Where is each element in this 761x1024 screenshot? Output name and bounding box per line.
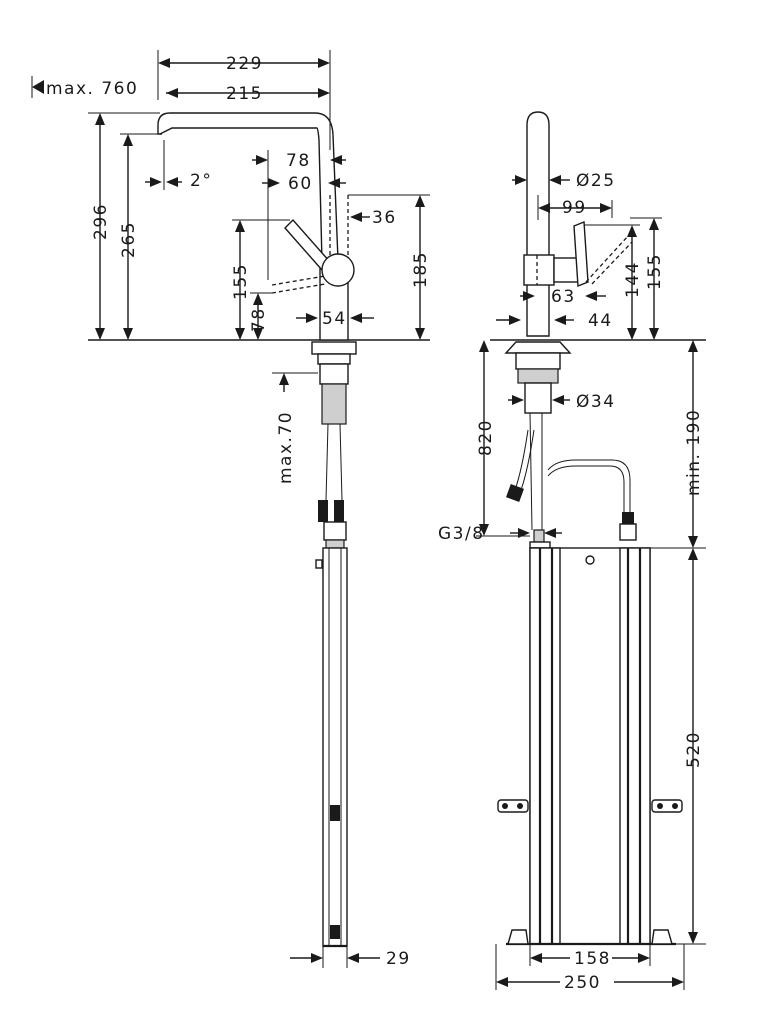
dim-144: 144 — [623, 261, 643, 298]
dim-78-lower: 78 — [249, 307, 269, 332]
dim-diameter-25: Ø25 — [576, 171, 616, 191]
dim-229: 229 — [226, 54, 263, 74]
dim-max-760: max. 760 — [46, 79, 138, 99]
dim-155-side: 155 — [231, 263, 251, 300]
dim-g-3-8: G3/8 — [438, 524, 485, 544]
dim-diameter-34: Ø34 — [576, 392, 616, 412]
dim-296: 296 — [91, 203, 111, 240]
dim-185: 185 — [411, 251, 431, 288]
dim-36: 36 — [372, 208, 397, 228]
dim-158: 158 — [574, 949, 611, 969]
dim-54: 54 — [322, 309, 347, 329]
dim-820: 820 — [476, 419, 496, 456]
dim-max-70: max.70 — [276, 411, 296, 484]
dim-min-190: min. 190 — [684, 409, 704, 496]
dim-520: 520 — [684, 731, 704, 768]
dim-155-front: 155 — [645, 253, 665, 290]
dim-29: 29 — [386, 949, 411, 969]
dim-63: 63 — [551, 287, 576, 307]
dim-78-top: 78 — [286, 151, 311, 171]
dim-2-degrees: 2° — [190, 171, 212, 191]
dim-60: 60 — [288, 174, 313, 194]
dim-215: 215 — [226, 84, 263, 104]
dim-250: 250 — [564, 973, 601, 993]
dim-44: 44 — [588, 311, 613, 331]
dim-265: 265 — [119, 221, 139, 258]
front-view: Ø25 99 144 155 63 44 — [438, 111, 706, 993]
side-view: 229 max. 760 215 78 2° 60 36 — [31, 50, 431, 969]
dim-99: 99 — [562, 198, 587, 218]
